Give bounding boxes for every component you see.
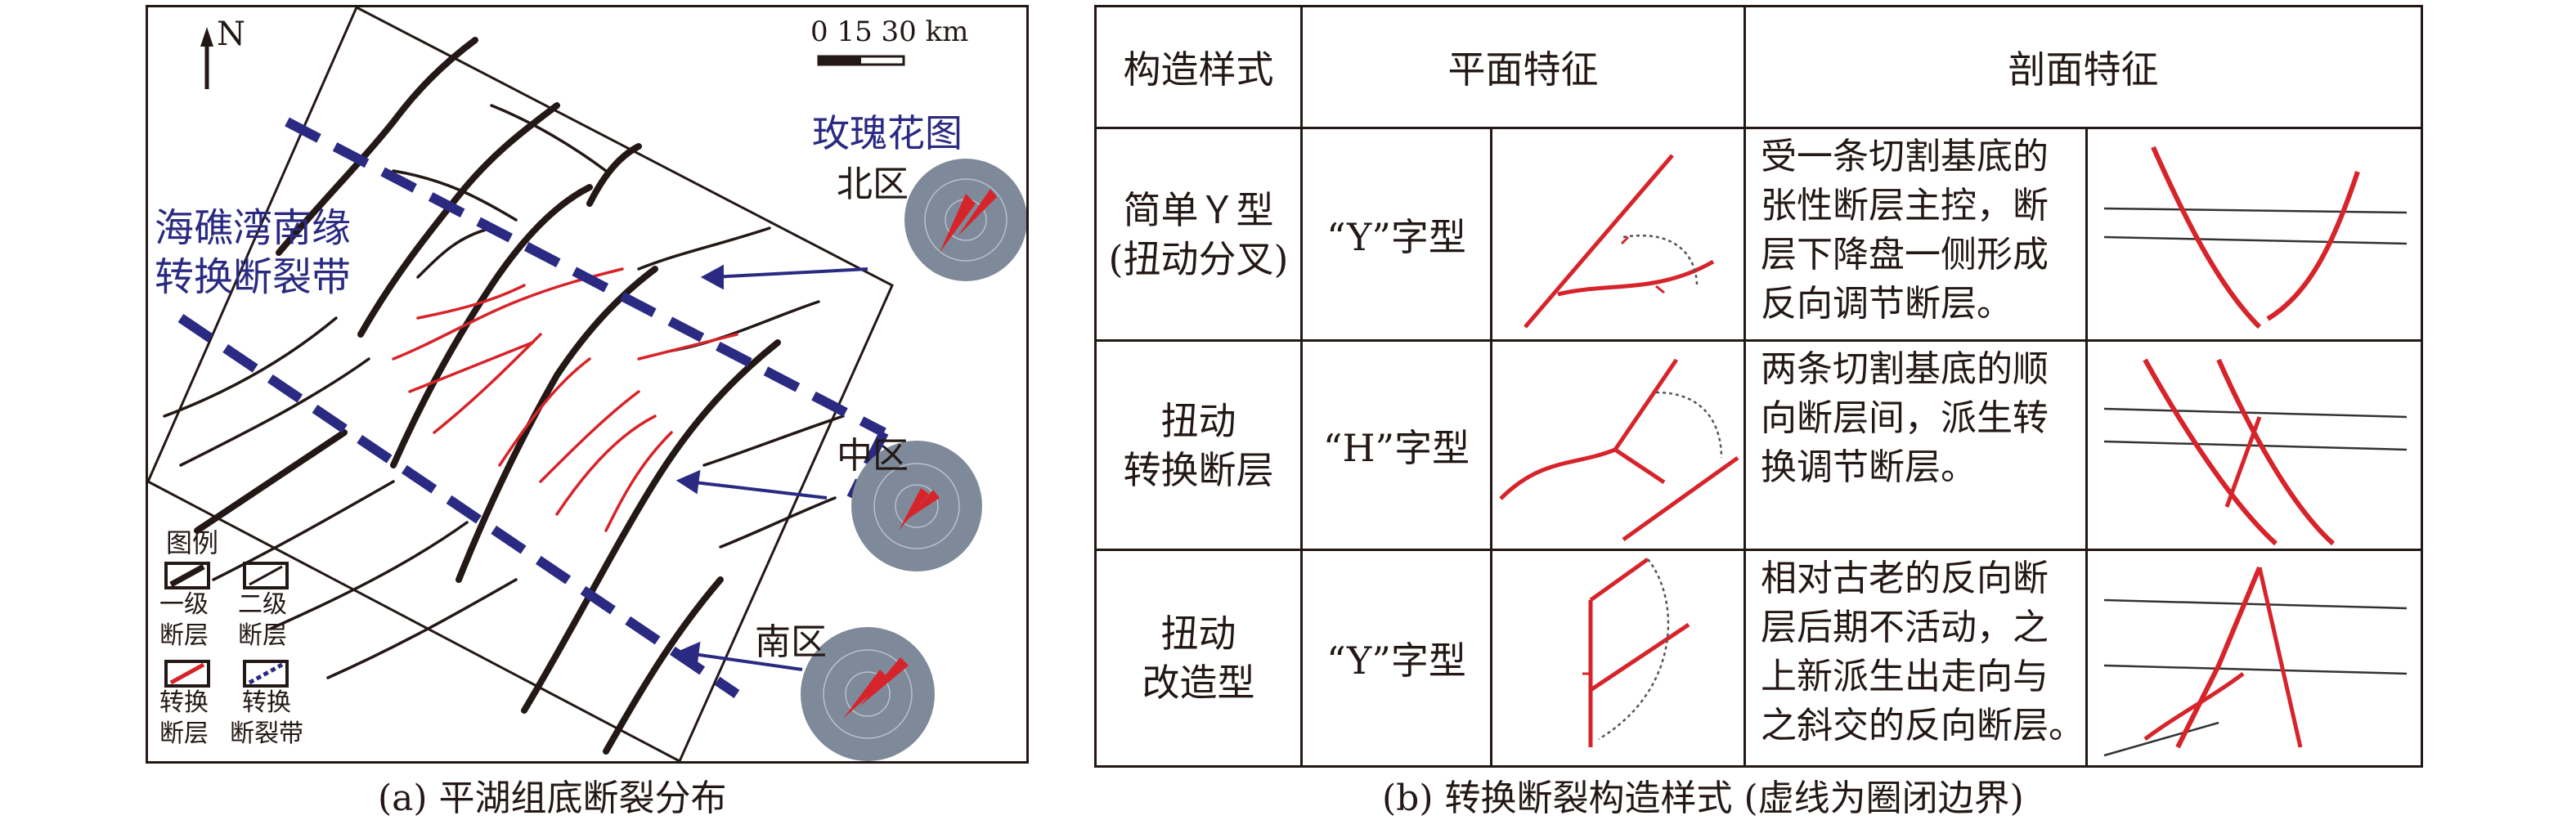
profile-sketch-cell xyxy=(2085,339,2423,551)
zone-label-north: 北区 xyxy=(837,164,909,205)
fault-map-panel: N 0 15 30 km 海礁湾南缘 转换断裂带 玫瑰花图 北区 中区 南区 图… xyxy=(146,5,1029,764)
legend-item-secondary-fault: 二级 断层 xyxy=(238,589,287,652)
north-label: N xyxy=(217,16,245,53)
profile-desc-cell: 相对古老的反向断 层后期不活动，之 上新派生出走向与 之斜交的反向断层。 xyxy=(1744,549,2088,768)
transfer-zone-title: 海礁湾南缘 转换断裂带 xyxy=(155,204,351,302)
profile-sketch-h xyxy=(2103,358,2408,545)
plane-type-cell: “Y”字型 xyxy=(1300,549,1492,768)
legend-line: 二级 xyxy=(238,590,287,619)
profile-sketch-cell xyxy=(2085,127,2423,342)
fault-map xyxy=(148,7,1026,761)
scale-label: 0 15 30 km xyxy=(810,16,969,48)
table-row: 简单Ｙ型 (扭动分叉) “Y”字型 受一条切割基底的 张性断层主控，断 层下降盘… xyxy=(1094,127,2423,342)
style-line: 扭动 xyxy=(1160,398,1236,443)
desc-line: 受一条切割基底的 xyxy=(1761,136,2049,177)
legend-line: 断层 xyxy=(159,621,209,650)
rose-diagram-title: 玫瑰花图 xyxy=(812,111,963,155)
style-line: (扭动分叉) xyxy=(1108,236,1289,281)
table-row: 扭动 改造型 “Y”字型 相对古老的反向断 层后期不活动，之 上新派生出走向与 … xyxy=(1094,549,2423,768)
legend-title: 图例 xyxy=(166,527,219,558)
table-header-row: 构造样式 平面特征 剖面特征 xyxy=(1094,5,2423,129)
profile-desc-cell: 受一条切割基底的 张性断层主控，断 层下降盘一侧形成 反向调节断层。 xyxy=(1744,127,2088,342)
desc-line: 反向调节断层。 xyxy=(1761,283,2013,325)
caption-b: (b) 转换断裂构造样式 (虚线为圈闭边界) xyxy=(1382,778,2024,819)
legend-item-primary-fault: 一级 断层 xyxy=(159,589,209,652)
legend-item-transfer-zone: 转换 断裂带 xyxy=(230,688,303,750)
legend-line: 断裂带 xyxy=(230,719,303,748)
style-cell: 扭动 改造型 xyxy=(1094,549,1303,768)
study-area-outline xyxy=(148,7,894,761)
style-cell: 扭动 转换断层 xyxy=(1094,339,1303,551)
rose-arrows xyxy=(675,264,868,671)
legend-line: 转换 xyxy=(242,688,291,717)
style-line: 转换断层 xyxy=(1123,447,1274,492)
desc-line: 之斜交的反向断层。 xyxy=(1761,705,2085,746)
table-row: 扭动 转换断层 “H”字型 两条切割基底的顺 向断层间，派生转 换调节断层。 xyxy=(1094,339,2423,551)
style-line: 扭动 xyxy=(1160,612,1236,656)
secondary-faults xyxy=(163,104,845,679)
zone-title-line-2: 转换断裂带 xyxy=(155,254,352,300)
desc-line: 层下降盘一侧形成 xyxy=(1761,234,2049,276)
header-profile: 剖面特征 xyxy=(1744,5,2423,129)
zone-label-middle: 中区 xyxy=(837,435,909,477)
plane-sketch-cell xyxy=(1490,549,1746,768)
profile-sketch-y-reworked xyxy=(2103,566,2408,757)
zone-title-line-1: 海礁湾南缘 xyxy=(155,205,352,251)
profile-sketch-cell xyxy=(2085,549,2423,768)
legend-item-transfer-fault: 转换 断层 xyxy=(159,688,209,750)
plane-sketch-h xyxy=(1499,358,1739,541)
legend-line: 断层 xyxy=(238,621,287,650)
desc-line: 向断层间，派生转 xyxy=(1761,397,2049,439)
style-line: 简单Ｙ型 xyxy=(1123,187,1274,232)
primary-faults xyxy=(194,37,781,755)
plane-type-cell: “H”字型 xyxy=(1300,339,1492,551)
legend-line: 转换 xyxy=(159,688,209,717)
legend-line: 断层 xyxy=(159,719,209,748)
style-cell: 简单Ｙ型 (扭动分叉) xyxy=(1094,127,1303,342)
style-line: 改造型 xyxy=(1142,661,1255,705)
caption-a: (a) 平湖组底断裂分布 xyxy=(378,778,727,819)
profile-sketch-y-simple xyxy=(2103,146,2408,329)
legend-line: 一级 xyxy=(159,590,209,619)
north-arrow-icon xyxy=(200,27,213,89)
plane-type-cell: “Y”字型 xyxy=(1300,127,1492,342)
plane-sketch-y-reworked xyxy=(1582,557,1690,747)
scale-bar-icon xyxy=(817,55,905,66)
legend-symbols xyxy=(164,562,289,688)
desc-line: 两条切割基底的顺 xyxy=(1761,348,2049,390)
desc-line: 上新派生出走向与 xyxy=(1761,656,2049,697)
desc-line: 层后期不活动，之 xyxy=(1761,607,2049,648)
rose-diagram-middle xyxy=(851,441,982,571)
rose-diagram-south xyxy=(801,627,935,761)
profile-desc-cell: 两条切割基底的顺 向断层间，派生转 换调节断层。 xyxy=(1744,339,2088,551)
plane-sketch-cell xyxy=(1490,339,1746,551)
desc-line: 张性断层主控，断 xyxy=(1761,185,2049,226)
plane-sketch-y-simple xyxy=(1524,153,1715,329)
plane-sketch-cell xyxy=(1490,127,1746,342)
rose-diagram-north xyxy=(904,159,1026,281)
header-style: 构造样式 xyxy=(1094,5,1303,129)
transfer-faults xyxy=(392,267,738,532)
structural-styles-table: 构造样式 平面特征 剖面特征 简单Ｙ型 (扭动分叉) “Y”字型 受一条切割基底… xyxy=(1094,5,2423,768)
zone-label-south: 南区 xyxy=(755,621,827,663)
header-plane: 平面特征 xyxy=(1300,5,1746,129)
desc-line: 相对古老的反向断 xyxy=(1761,558,2049,599)
desc-line: 换调节断层。 xyxy=(1761,446,1977,488)
